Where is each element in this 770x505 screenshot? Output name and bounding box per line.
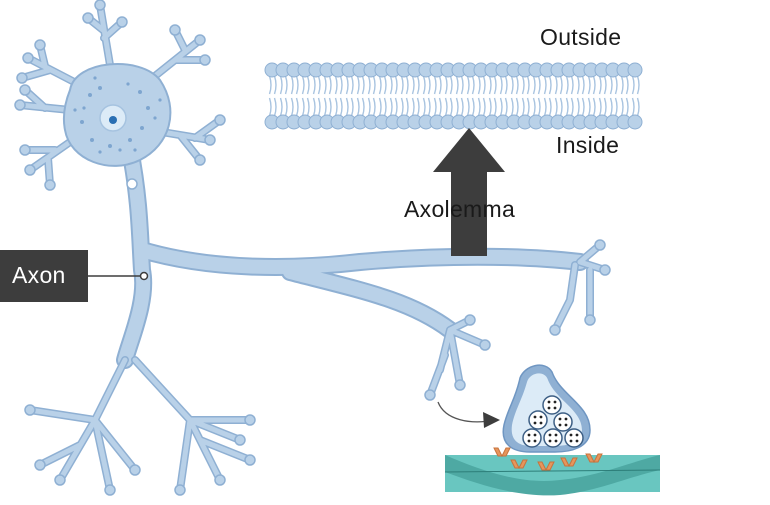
- axon-leader-dot: [139, 271, 149, 281]
- synapse-inset: [437, 364, 661, 496]
- outside-label: Outside: [540, 24, 622, 50]
- axolemma-arrow: [433, 128, 505, 256]
- cell-body: [62, 63, 172, 190]
- receptors: [493, 447, 603, 472]
- synaptic-vesicles: [522, 395, 584, 448]
- axon-label-box: Axon: [0, 250, 88, 302]
- axolemma-label: Axolemma: [404, 196, 516, 222]
- nucleolus: [109, 116, 117, 124]
- inside-label: Inside: [556, 132, 620, 158]
- axon-label: Axon: [12, 262, 66, 288]
- membrane-bilayer: [264, 62, 643, 130]
- axon-process: [116, 141, 589, 369]
- neuron: [14, 0, 611, 496]
- lower-branches: [26, 241, 609, 494]
- synapse-pointer-arrow: [483, 412, 500, 428]
